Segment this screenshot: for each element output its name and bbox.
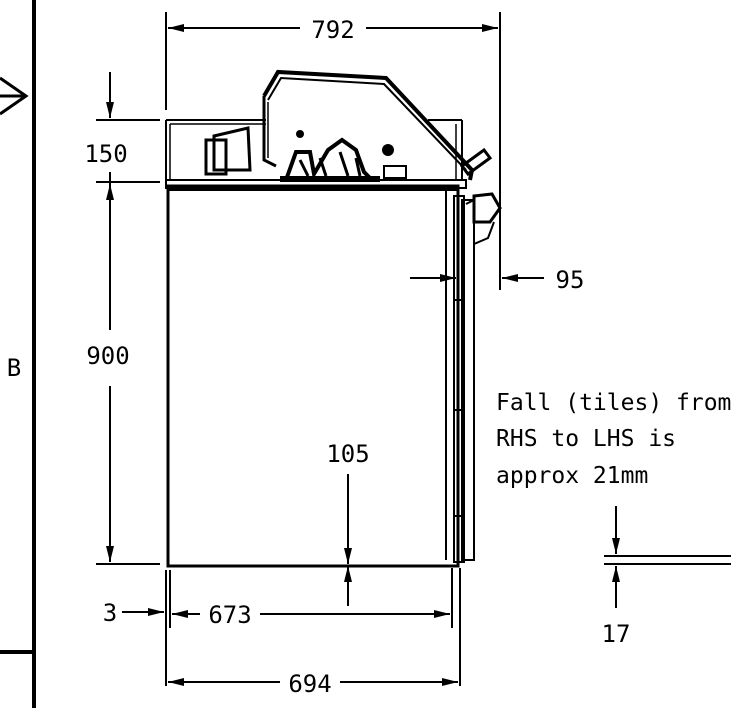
wall-label-b: B [7,354,21,382]
note-line-1: Fall (tiles) from [496,390,731,416]
dim-900-label: 900 [86,342,129,370]
fall-note: Fall (tiles) from RHS to LHS is approx 2… [496,390,731,489]
dim-105-label: 105 [326,440,369,468]
dim-673-label: 673 [208,601,251,629]
dimension-inner-width: 3 673 [103,568,453,686]
machine-housing [204,69,502,246]
note-line-3: approx 21mm [496,463,648,489]
dimension-handle-projection: 95 [410,266,584,294]
left-wall [0,0,36,708]
dim-95-label: 95 [556,266,585,294]
dimension-cabinet-height: 900 [86,184,160,565]
dim-694-label: 694 [288,670,331,698]
dim-792-label: 792 [311,16,354,44]
dimension-base-clearance: 105 [326,440,370,606]
cabinet-body [165,179,467,568]
dimension-floor-fall: 17 [602,506,631,648]
floor-line [604,555,731,565]
dimension-cabinet-width: 694 [168,568,461,698]
dimension-overall-width: 792 [165,12,501,290]
dim-17-label: 17 [602,620,631,648]
note-line-2: RHS to LHS is [496,426,676,452]
door-panel [445,186,475,563]
dim-3-label: 3 [103,599,117,627]
dim-150-label: 150 [84,140,127,168]
dimension-top-section-height: 150 [84,72,160,184]
